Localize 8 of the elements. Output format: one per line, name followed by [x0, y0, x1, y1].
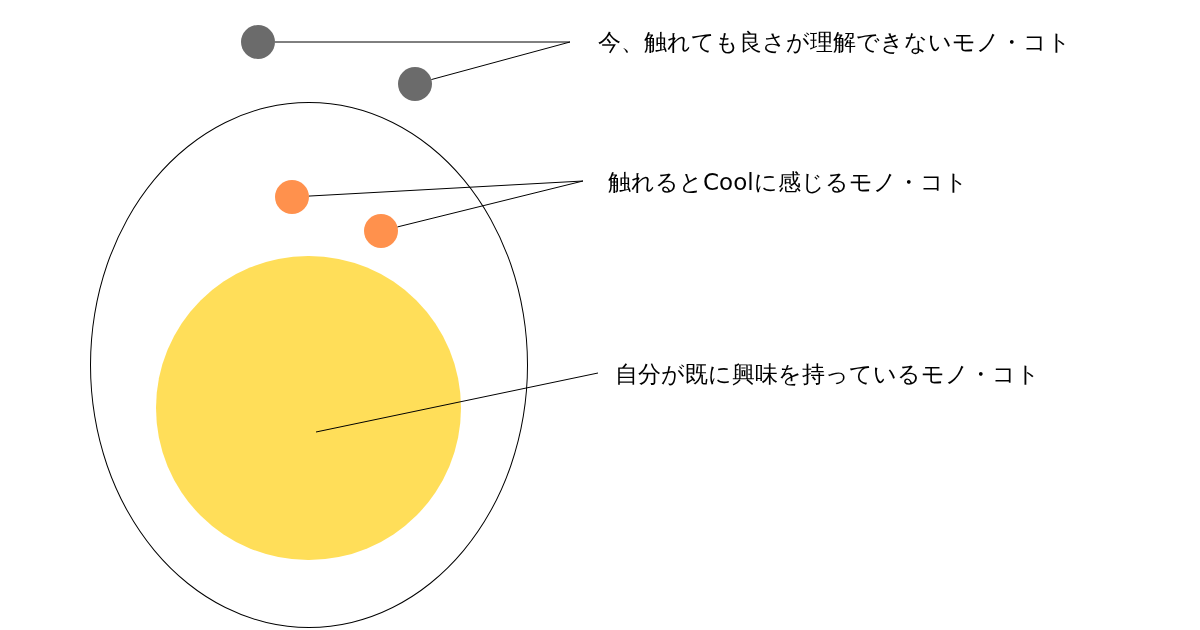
leader-line [397, 180, 584, 228]
leader-line [274, 41, 571, 43]
leader-line [315, 372, 599, 433]
leader-line [430, 41, 571, 81]
callout-text: 触れるとCoolに感じるモノ・コト [608, 168, 969, 197]
leader-line [308, 180, 584, 197]
callout-text: 今、触れても良さが理解できないモノ・コト [598, 28, 1072, 57]
callout-text: 自分が既に興味を持っているモノ・コト [615, 360, 1041, 389]
